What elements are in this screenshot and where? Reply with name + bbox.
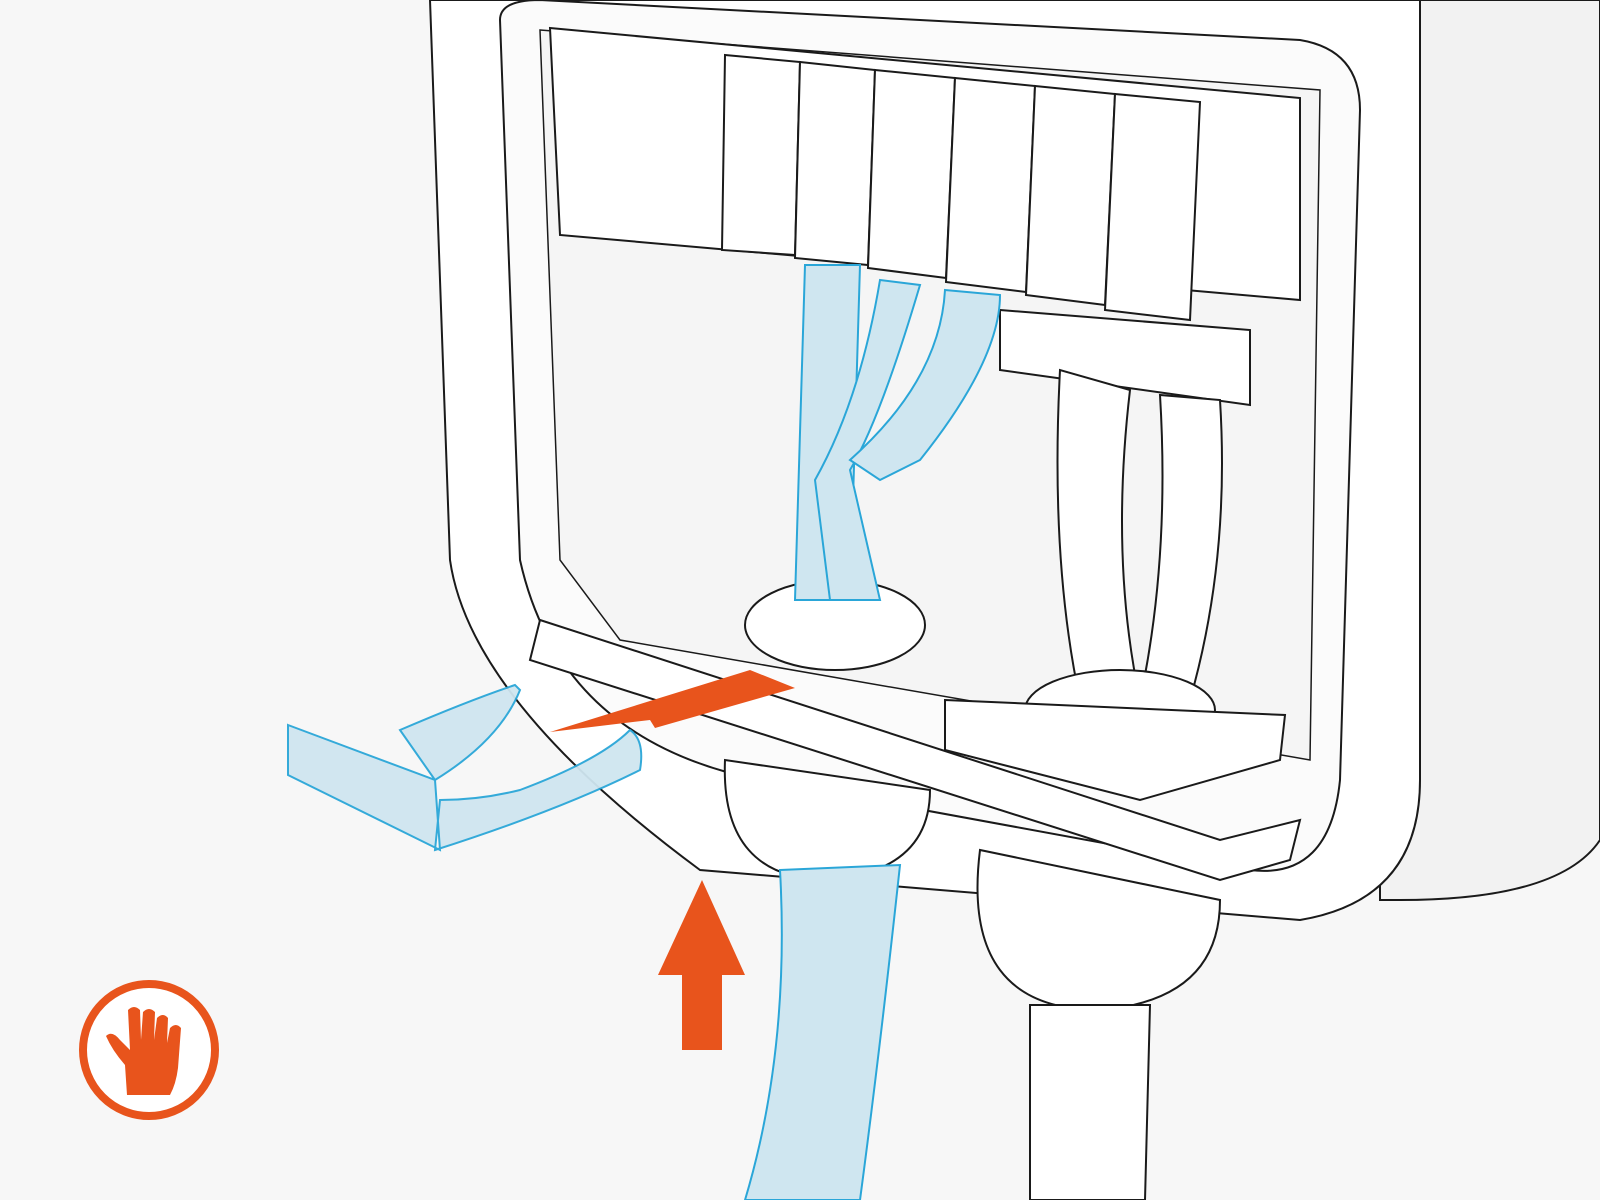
- terminal-block: [1024, 84, 1117, 307]
- existing-supply-cable: [1029, 1004, 1152, 1200]
- terminal-blocks: [720, 53, 1202, 322]
- arrow-up-icon: [658, 880, 745, 1050]
- new-cable-wires: [793, 264, 1002, 601]
- terminal-block: [793, 60, 877, 267]
- wire: [848, 288, 1002, 482]
- terminal-block: [866, 68, 957, 280]
- cover-plate: [944, 698, 1287, 802]
- strain-relief-bar: [999, 308, 1251, 407]
- terminal-block: [1103, 92, 1202, 322]
- hand-action-icon: [79, 980, 219, 1120]
- arrow-left-icon: [550, 670, 795, 732]
- wire: [813, 278, 922, 601]
- terminal-block: [944, 76, 1037, 294]
- terminal-block: [720, 53, 802, 257]
- new-supply-cable: [743, 863, 902, 1200]
- removed-clip: [287, 683, 643, 852]
